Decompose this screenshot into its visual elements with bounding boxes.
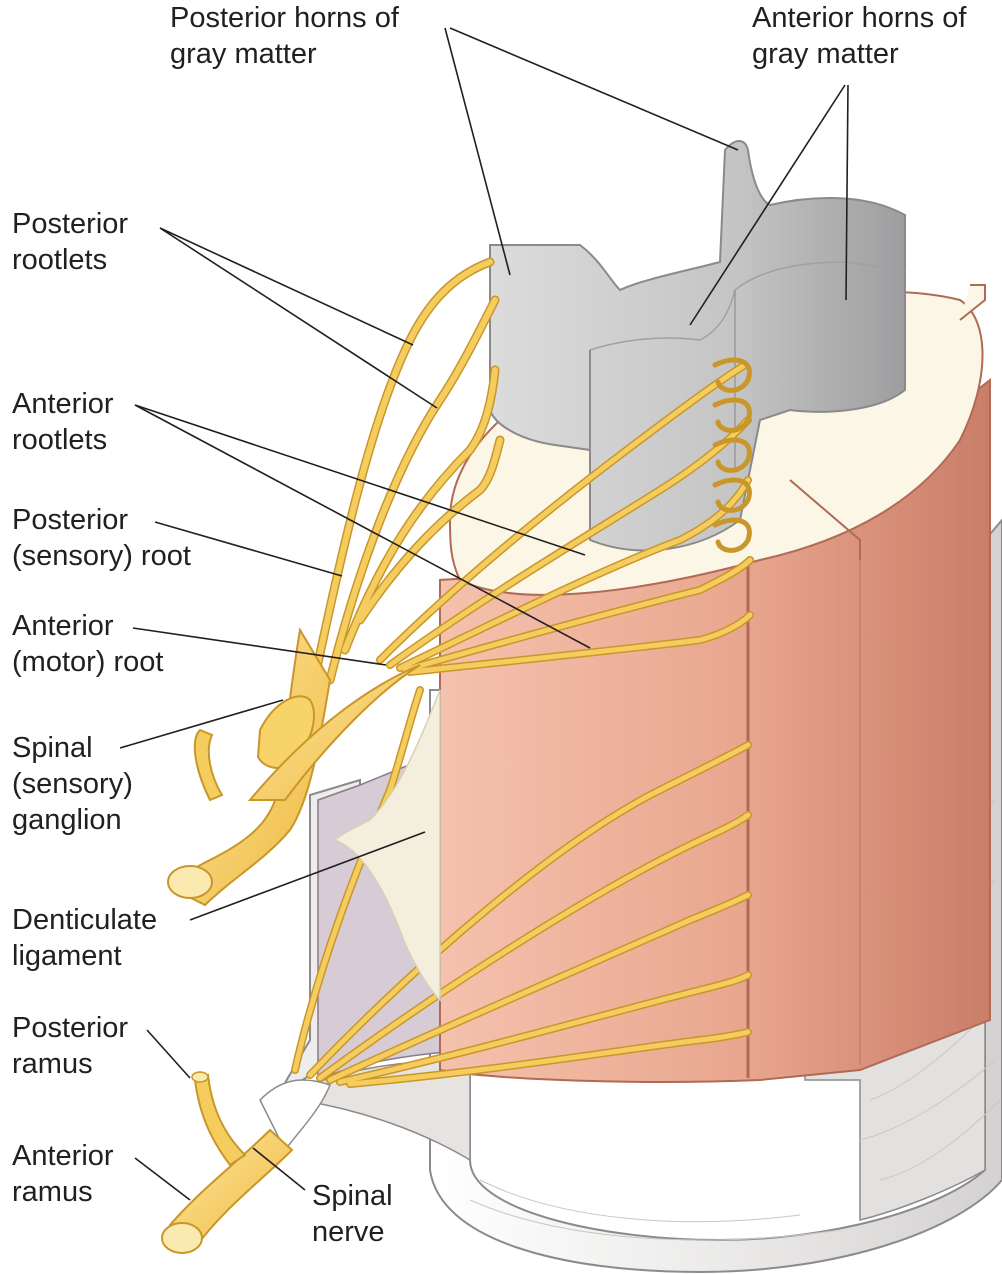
label-posterior-ramus: Posterior ramus: [12, 1010, 128, 1082]
label-line: Anterior: [12, 608, 163, 644]
label-line: nerve: [312, 1214, 393, 1250]
label-anterior-root: Anterior (motor) root: [12, 608, 163, 680]
label-line: Spinal: [312, 1178, 393, 1214]
label-line: ligament: [12, 938, 157, 974]
label-line: Posterior: [12, 1010, 128, 1046]
label-line: Posterior: [12, 206, 128, 242]
label-anterior-rootlets: Anterior rootlets: [12, 386, 114, 458]
label-anterior-ramus: Anterior ramus: [12, 1138, 114, 1210]
label-line: Denticulate: [12, 902, 157, 938]
label-line: Posterior horns of: [170, 0, 399, 36]
label-line: Posterior: [12, 502, 191, 538]
spinal-nerve-lower: [162, 1072, 330, 1253]
label-line: Anterior horns of: [752, 0, 966, 36]
label-denticulate-ligament: Denticulate ligament: [12, 902, 157, 974]
label-line: Anterior: [12, 1138, 114, 1174]
label-line: ramus: [12, 1046, 128, 1082]
label-line: ramus: [12, 1174, 114, 1210]
label-posterior-rootlets: Posterior rootlets: [12, 206, 128, 278]
label-posterior-horns: Posterior horns of gray matter: [170, 0, 399, 72]
label-line: Spinal: [12, 730, 133, 766]
label-spinal-nerve: Spinal nerve: [312, 1178, 393, 1250]
label-line: gray matter: [170, 36, 399, 72]
label-line: rootlets: [12, 422, 114, 458]
label-line: (sensory): [12, 766, 133, 802]
label-line: ganglion: [12, 802, 133, 838]
label-line: gray matter: [752, 36, 966, 72]
label-line: (motor) root: [12, 644, 163, 680]
label-line: (sensory) root: [12, 538, 191, 574]
label-line: Anterior: [12, 386, 114, 422]
label-spinal-ganglion: Spinal (sensory) ganglion: [12, 730, 133, 838]
label-line: rootlets: [12, 242, 128, 278]
label-anterior-horns: Anterior horns of gray matter: [752, 0, 966, 72]
label-posterior-root: Posterior (sensory) root: [12, 502, 191, 574]
